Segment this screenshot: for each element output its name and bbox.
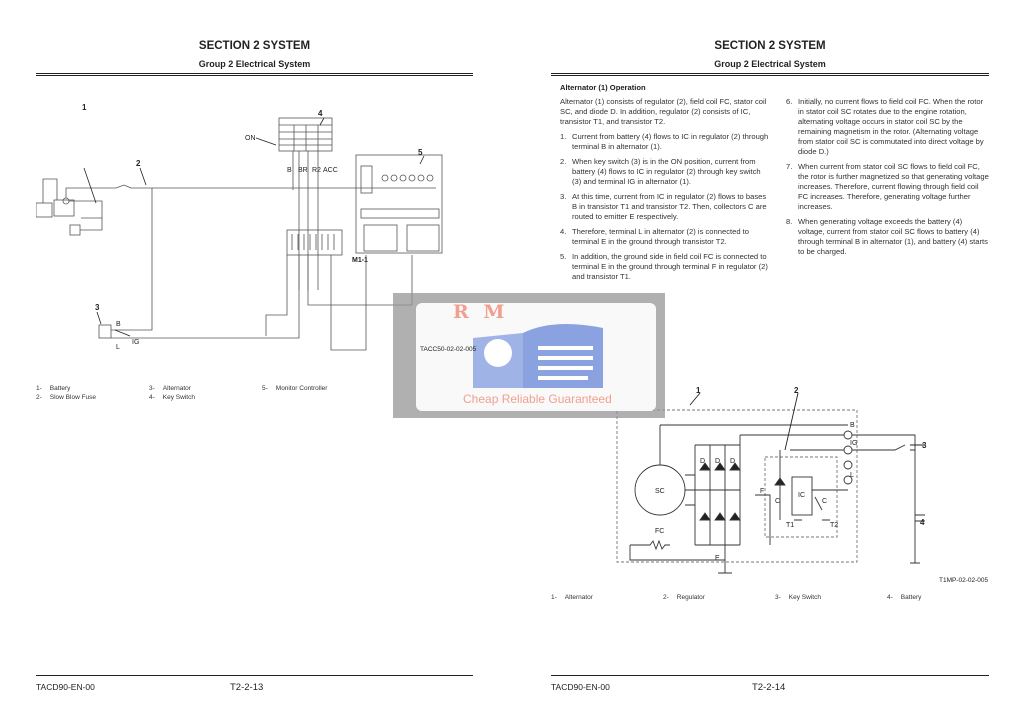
footer-code: TACD90-EN-00 bbox=[551, 682, 610, 692]
legend-item: 3-Key Switch bbox=[775, 594, 821, 601]
slow-blow-fuse bbox=[115, 184, 436, 189]
watermark-tagline: Cheap Reliable Guaranteed bbox=[463, 392, 612, 406]
callout-4: 4 bbox=[318, 109, 323, 118]
step: 2.When key switch (3) is in the ON posit… bbox=[560, 157, 761, 186]
label-c: C bbox=[822, 498, 827, 505]
label-d: D bbox=[730, 458, 735, 465]
relay-box bbox=[53, 199, 75, 217]
regulator-outline bbox=[764, 456, 838, 538]
step: 1.Current from battery (4) flows to IC i… bbox=[560, 132, 769, 151]
alternator-outline bbox=[616, 409, 858, 563]
step: 7.When current from stator coil SC flows… bbox=[786, 162, 989, 211]
callout-2: 2 bbox=[794, 386, 799, 395]
alternator-box bbox=[98, 324, 112, 339]
text-column-right: 6.Initially, no current flows to field c… bbox=[786, 97, 990, 262]
legend-item: 1-Alternator bbox=[551, 594, 593, 601]
callout-3: 3 bbox=[922, 441, 927, 450]
glow-box bbox=[69, 224, 81, 236]
legend-item: 5-Monitor Controller bbox=[262, 385, 328, 392]
connector-block bbox=[286, 229, 343, 256]
label-sc: SC bbox=[655, 488, 665, 495]
label-d: D bbox=[700, 458, 705, 465]
footer-code: TACD90-EN-00 bbox=[36, 682, 95, 692]
step: 5.In addition, the ground side in field … bbox=[560, 252, 768, 281]
section-title: SECTION 2 SYSTEM bbox=[198, 40, 311, 52]
legend-item: 2-Regulator bbox=[663, 594, 705, 601]
intro: Alternator (1) consists of regulator (2)… bbox=[560, 97, 767, 126]
header-rule bbox=[551, 73, 989, 76]
callout-1: 1 bbox=[82, 103, 87, 112]
callout-3: 3 bbox=[95, 303, 100, 312]
label-alt-ig: IG bbox=[132, 339, 139, 346]
text-column-left: Alternator (1) Operation Alternator (1) … bbox=[560, 83, 772, 287]
legend-item: 2-Slow Blow Fuse bbox=[36, 394, 97, 401]
label-e: E bbox=[715, 555, 720, 562]
callout-1: 1 bbox=[696, 386, 701, 395]
label-t1: T1 bbox=[786, 522, 794, 529]
label-ic: IC bbox=[798, 492, 805, 499]
step: 3.At this time, current from IC in regul… bbox=[560, 192, 767, 221]
figure-id: T1MP-02-02-005 bbox=[939, 577, 989, 584]
label-alt-b: B bbox=[116, 321, 121, 328]
label-fc: FC bbox=[655, 528, 664, 535]
legend-item: 4-Key Switch bbox=[149, 394, 195, 401]
callout-5: 5 bbox=[418, 148, 423, 157]
watermark: R M Cheap Reliable Guaranteed bbox=[393, 293, 665, 418]
key-switch-box bbox=[278, 117, 333, 152]
step: 4.Therefore, terminal L in alternator (2… bbox=[560, 227, 749, 246]
page-number: T2-2-13 bbox=[230, 682, 264, 693]
callout-4: 4 bbox=[920, 518, 925, 527]
label-b: B bbox=[850, 422, 855, 429]
label-acc: ACC bbox=[323, 167, 338, 174]
monitor-controller-box bbox=[355, 154, 443, 254]
legend-item: 4-Battery bbox=[887, 594, 922, 601]
wrench-book-logo-icon bbox=[473, 324, 603, 388]
callout-2: 2 bbox=[136, 159, 141, 168]
page-number: T2-2-14 bbox=[752, 682, 786, 693]
label-c: C bbox=[775, 498, 780, 505]
battery-box bbox=[36, 202, 53, 218]
figure-id: TACC50-02-02-005 bbox=[420, 346, 477, 353]
header-rule bbox=[36, 73, 473, 76]
heading: Alternator (1) Operation bbox=[560, 83, 646, 92]
watermark-logo-text: R M bbox=[453, 301, 509, 323]
label-br: BR bbox=[298, 167, 308, 174]
footer-rule bbox=[551, 675, 989, 676]
alternator-schematic: 1 2 3 4 B IG L SC FC F E IC D D D C C T1… bbox=[616, 386, 927, 574]
step: 6.Initially, no current flows to field c… bbox=[786, 97, 984, 156]
label-d: D bbox=[715, 458, 720, 465]
label-f: F bbox=[760, 488, 764, 495]
section-title: SECTION 2 SYSTEM bbox=[714, 40, 826, 52]
legend-item: 3-Alternator bbox=[149, 385, 191, 392]
group-title: Group 2 Electrical System bbox=[198, 59, 311, 69]
label-m1-1: M1-1 bbox=[352, 257, 368, 264]
group-title: Group 2 Electrical System bbox=[714, 59, 826, 69]
legend-item: 1-Battery bbox=[36, 385, 71, 392]
label-l: L bbox=[850, 472, 854, 479]
label-on: ON bbox=[245, 135, 256, 142]
label-alt-l: L bbox=[116, 344, 120, 351]
ic-box bbox=[791, 476, 813, 516]
label-t2: T2 bbox=[830, 522, 838, 529]
label-r2: R2 bbox=[312, 167, 321, 174]
wiring-diagram: 1 2 3 4 5 ON B BR R2 ACC M1-1 B IG L bbox=[36, 103, 443, 351]
footer-rule bbox=[36, 675, 473, 676]
label-b: B bbox=[287, 167, 292, 174]
label-ig: IG bbox=[850, 440, 857, 447]
step: 8.When generating voltage exceeds the ba… bbox=[786, 217, 988, 256]
